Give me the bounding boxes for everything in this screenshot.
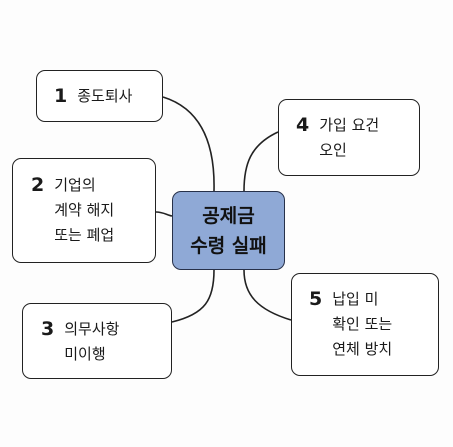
- branch-5-line-2: 확인 또는: [332, 315, 393, 333]
- branch-node-5: 5 납입 미 확인 또는 연체 방치: [291, 273, 439, 376]
- central-topic-line-2: 수령 실패: [190, 234, 267, 257]
- connector-4: [243, 131, 279, 192]
- branch-node-3: 3 의무사항 미이행: [22, 303, 172, 379]
- connector-3: [171, 269, 215, 323]
- branch-3-line-1: 의무사항: [64, 320, 120, 338]
- branch-1-line-1: 종도퇴사: [77, 86, 133, 105]
- branch-2-line-2: 계약 해지: [54, 201, 115, 219]
- branch-1-number: 1: [54, 85, 68, 107]
- branch-3-number: 3: [41, 318, 55, 340]
- branch-3-line-2: 미이행: [64, 345, 106, 363]
- branch-4-number: 4: [296, 114, 310, 136]
- connector-2: [155, 211, 173, 217]
- branch-4-line-1: 가입 요건: [319, 116, 380, 134]
- connector-5: [243, 269, 292, 321]
- branch-5-line-1: 납입 미: [332, 290, 379, 308]
- central-topic: 공제금 수령 실패: [172, 191, 285, 270]
- branch-node-2: 2 기업의 계약 해지 또는 폐업: [12, 158, 156, 263]
- branch-2-number: 2: [31, 174, 45, 196]
- branch-node-4: 4 가입 요건 오인: [278, 99, 420, 176]
- branch-2-line-3: 또는 폐업: [54, 226, 115, 244]
- branch-5-line-3: 연체 방치: [332, 340, 393, 358]
- branch-5-number: 5: [309, 288, 323, 310]
- branch-node-1: 1 종도퇴사: [36, 70, 163, 122]
- central-topic-line-1: 공제금: [202, 204, 255, 227]
- branch-4-line-2: 오인: [319, 141, 347, 159]
- connector-1: [162, 96, 215, 192]
- branch-2-line-1: 기업의: [54, 176, 96, 194]
